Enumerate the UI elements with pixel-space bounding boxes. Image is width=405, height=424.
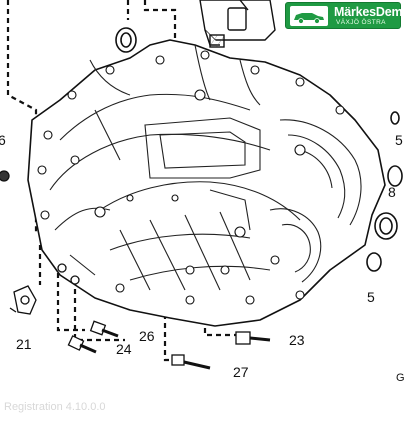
callout-23[interactable]: 23 bbox=[289, 332, 305, 348]
bolt-24 bbox=[67, 335, 97, 354]
plug-6 bbox=[0, 170, 10, 182]
bolt-27 bbox=[171, 354, 211, 370]
bolt-bosses bbox=[37, 50, 345, 305]
housing-details bbox=[49, 44, 362, 291]
callout-24[interactable]: 24 bbox=[116, 341, 132, 357]
callout-g-partial: G bbox=[396, 372, 405, 384]
bolts bbox=[0, 170, 271, 370]
brand-subtitle: VÄXJÖ ÖSTRA bbox=[336, 19, 386, 26]
brand-name: MärkesDemo bbox=[334, 5, 405, 19]
version-label: Registration 4.10.0.0 bbox=[4, 401, 106, 413]
small-parts-lower bbox=[57, 263, 80, 285]
car-icon bbox=[290, 6, 328, 26]
bracket-21 bbox=[9, 285, 37, 315]
callout-27[interactable]: 27 bbox=[233, 364, 249, 380]
callout-26[interactable]: 26 bbox=[139, 328, 155, 344]
brand-logo[interactable]: MärkesDemo VÄXJÖ ÖSTRA bbox=[285, 2, 405, 29]
callout-5-upper[interactable]: 5 bbox=[395, 132, 403, 148]
seal-rings bbox=[115, 27, 403, 272]
gearbox-housing bbox=[27, 39, 386, 327]
callouts: 6 21 24 26 23 27 8 5 5 G bbox=[0, 132, 405, 384]
selector-housing bbox=[199, 0, 276, 48]
callout-6[interactable]: 6 bbox=[0, 132, 6, 148]
callout-5-lower[interactable]: 5 bbox=[367, 289, 375, 305]
callout-21[interactable]: 21 bbox=[16, 336, 32, 352]
bolt-26 bbox=[89, 320, 119, 338]
callout-8[interactable]: 8 bbox=[388, 184, 396, 200]
bolt-23 bbox=[235, 331, 271, 345]
